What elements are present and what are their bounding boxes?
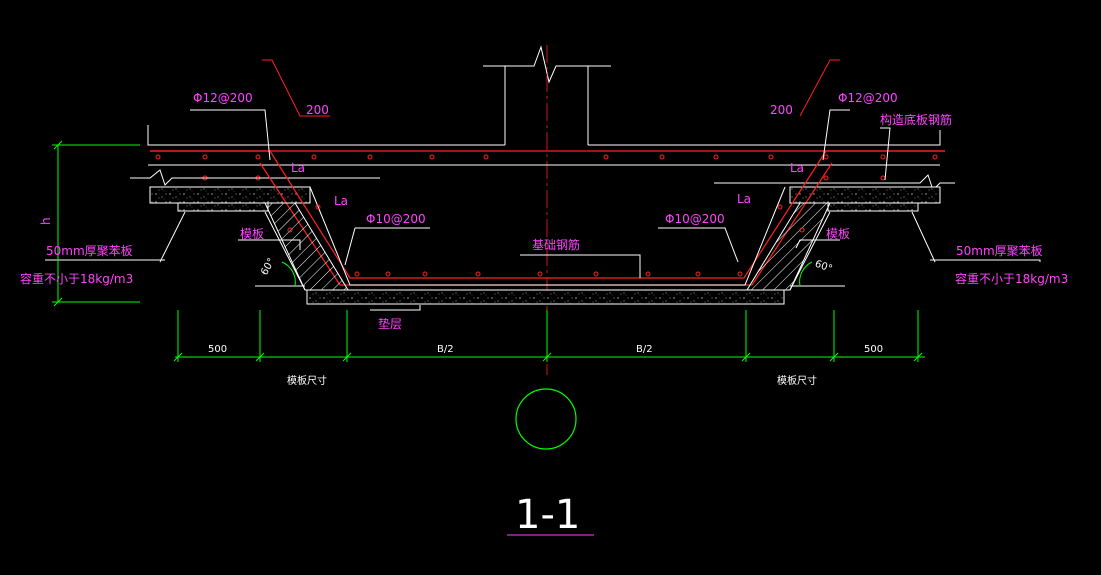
label-foam-density-right: 容重不小于18kg/m3	[955, 271, 1068, 286]
label-formwork-size-right: 模板尺寸	[777, 374, 817, 387]
white-leaders	[45, 109, 1041, 311]
label-top-rebar-right: Φ12@200	[838, 91, 898, 105]
label-la-1-right: La	[790, 161, 804, 175]
pit-outline	[309, 186, 786, 286]
label-formwork-right: 模板	[826, 227, 850, 241]
height-dimension	[52, 140, 140, 307]
label-structural-bottom-rebar: 构造底板钢筋	[880, 112, 952, 127]
foam-board-right	[789, 186, 941, 212]
label-la-1-left: La	[291, 161, 305, 175]
label-dim-b2-right: B/2	[636, 344, 653, 355]
foam-board-left	[149, 186, 311, 212]
column-outline	[483, 45, 611, 145]
label-foundation-rebar: 基础钢筋	[532, 237, 580, 252]
label-dim-500-right: 500	[864, 344, 883, 355]
label-angle-right: 60°	[813, 259, 833, 275]
label-cushion: 垫层	[378, 316, 402, 331]
label-top-rebar-left: Φ12@200	[193, 91, 253, 105]
formwork-wedge-left	[264, 202, 349, 291]
slab-outline	[147, 125, 941, 166]
label-la-2-left: La	[334, 194, 348, 208]
cushion-layer	[306, 289, 785, 305]
bottom-rebar-dots	[287, 204, 805, 277]
label-formwork-size-left: 模板尺寸	[287, 374, 327, 387]
right-break-line	[714, 174, 955, 191]
angle-arc-left	[281, 261, 296, 287]
left-break-line	[130, 169, 380, 186]
label-foam-board-right: 50mm厚聚苯板	[956, 244, 1043, 258]
label-slope-rebar-right: Φ10@200	[665, 212, 725, 226]
label-dim-b2-left: B/2	[437, 344, 454, 355]
section-bubble	[515, 388, 577, 450]
label-dim-500-left: 500	[208, 344, 227, 355]
top-rebar-dots	[155, 154, 938, 181]
formwork-wedge-right	[746, 202, 831, 291]
label-slope-rebar-left: Φ10@200	[366, 212, 426, 226]
label-foam-board-left: 50mm厚聚苯板	[46, 244, 133, 258]
label-lap-200-left: 200	[306, 103, 329, 117]
label-formwork-left: 模板	[240, 227, 264, 241]
angle-arc-right	[799, 261, 813, 287]
label-angle-left: 60°	[259, 256, 277, 277]
label-lap-200-right: 200	[770, 103, 793, 117]
red-leaders	[262, 59, 840, 117]
label-la-2-right: La	[737, 192, 751, 206]
section-title: 1-1	[515, 492, 580, 538]
label-height-dim: h	[39, 217, 53, 225]
label-foam-density-left: 容重不小于18kg/m3	[20, 271, 133, 286]
horizontal-dimension	[173, 310, 925, 362]
subgrade-lines	[159, 211, 936, 291]
